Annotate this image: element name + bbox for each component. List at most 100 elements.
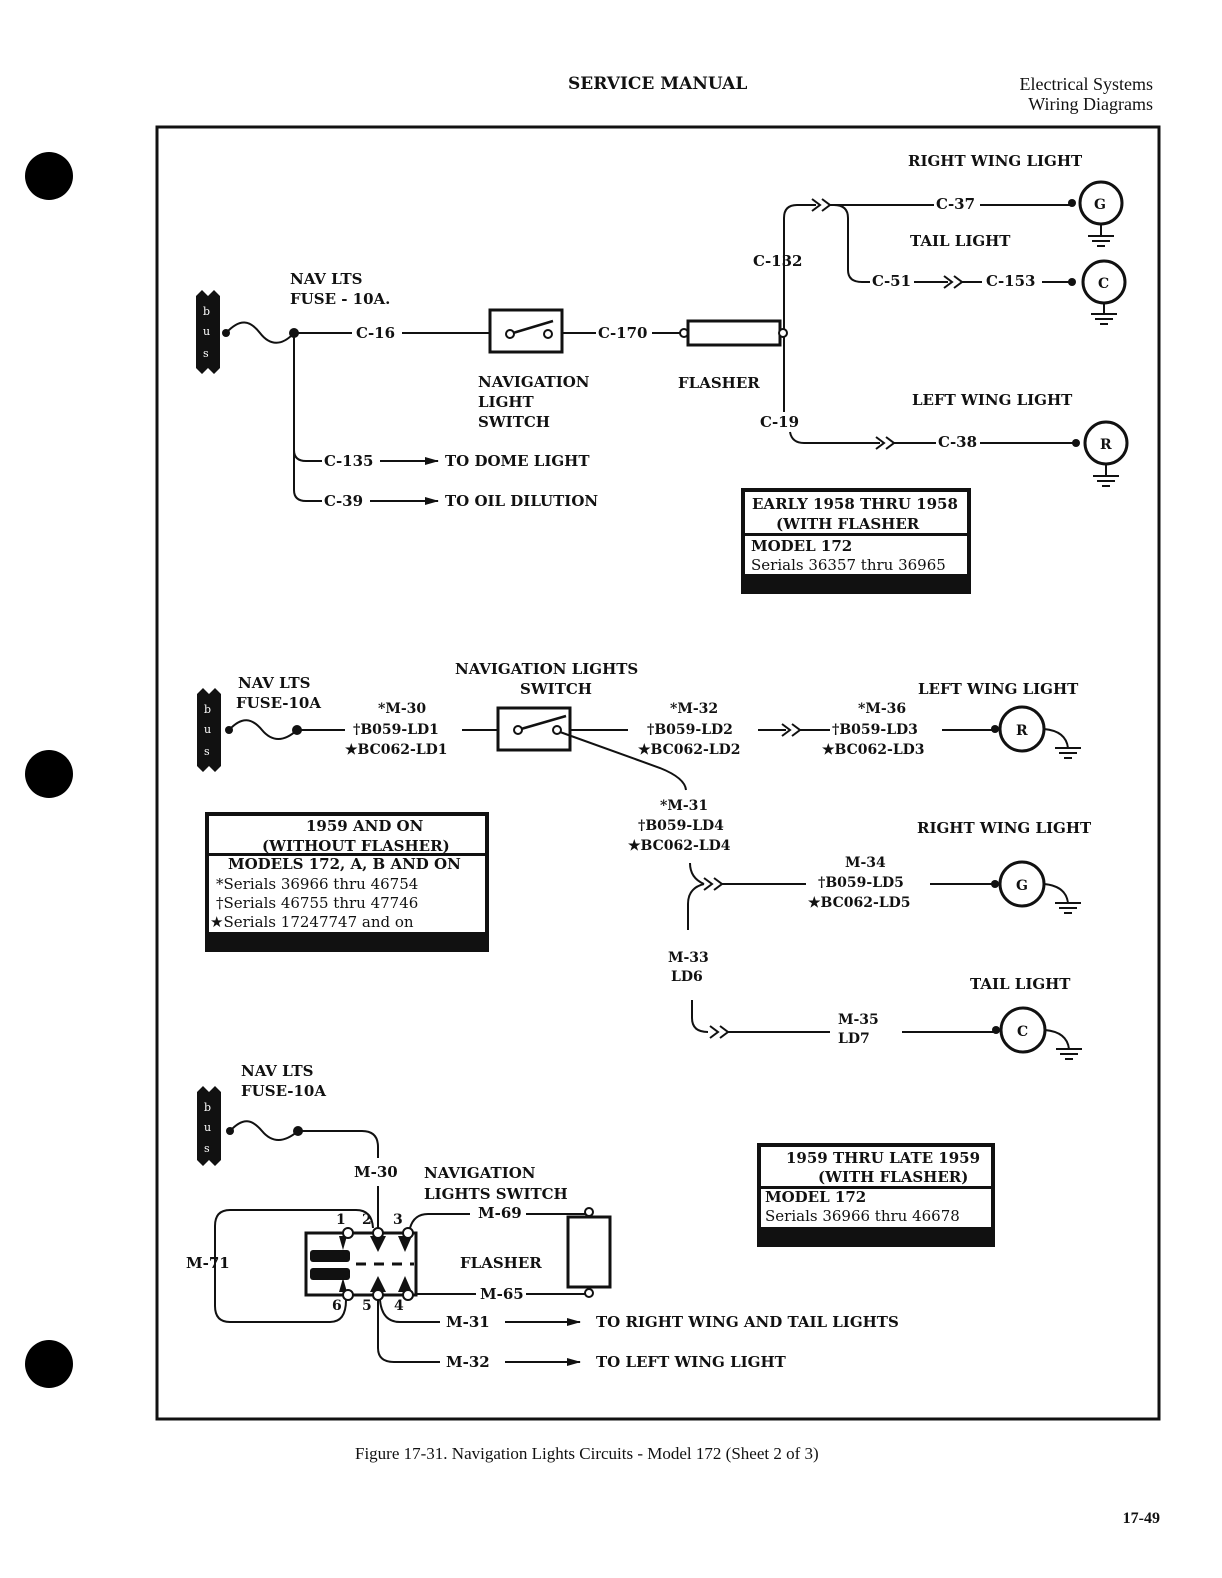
wire-label: †B059-LD1: [353, 722, 439, 738]
svg-text:MODEL 172: MODEL 172: [751, 537, 852, 555]
bus-bar-icon: b u s: [196, 290, 220, 374]
svg-text:C: C: [1098, 276, 1109, 292]
to-left-wing-label: TO LEFT WING LIGHT: [596, 1353, 787, 1371]
fuse-label: NAV LTS: [241, 1062, 313, 1080]
fuse-rating: FUSE - 10A.: [290, 290, 390, 308]
wire-label: *M-32: [670, 701, 718, 717]
wire-label: ★BC062-LD5: [808, 895, 911, 911]
wire-label: *M-31: [660, 798, 708, 814]
wire-label-c132: C-132: [753, 252, 802, 270]
wire-label: ★BC062-LD4: [628, 838, 731, 854]
svg-text:u: u: [204, 1121, 211, 1134]
wire-label-m30: M-30: [354, 1163, 398, 1181]
diagram-1959-with-flasher: b u s NAV LTS FUSE-10A M-30 NAVIGATION L…: [186, 1062, 995, 1371]
svg-text:†Serials 46755 thru 47746: †Serials 46755 thru 47746: [216, 894, 418, 912]
switch-label: LIGHT: [478, 393, 535, 411]
svg-text:Serials 36966 thru 46678: Serials 36966 thru 46678: [765, 1207, 960, 1225]
switch-label: SWITCH: [478, 413, 550, 431]
svg-text:MODELS 172, A, B AND ON: MODELS 172, A, B AND ON: [228, 855, 461, 873]
navigation-light-switch-icon: [488, 308, 564, 354]
right-wing-light-label: RIGHT WING LIGHT: [917, 819, 1092, 837]
left-wing-lamp-icon: R: [991, 705, 1081, 759]
pin-label: 1: [336, 1212, 346, 1228]
wire-label: LD6: [671, 969, 703, 985]
wire-label: ★BC062-LD2: [638, 742, 741, 758]
fuse-icon: [225, 321, 295, 344]
pin-label: 6: [332, 1298, 342, 1314]
binder-hole: [25, 750, 73, 798]
fuse-rating: FUSE-10A: [241, 1082, 326, 1100]
binder-hole: [25, 152, 73, 200]
section-line-1: Electrical Systems: [1019, 74, 1153, 94]
figure-caption: Figure 17-31. Navigation Lights Circuits…: [355, 1444, 819, 1463]
tail-lamp-icon: C: [1068, 259, 1127, 325]
svg-text:(WITH FLASHER: (WITH FLASHER: [776, 515, 920, 533]
svg-text:G: G: [1094, 197, 1106, 213]
svg-text:1959 AND ON: 1959 AND ON: [306, 817, 424, 835]
flasher-icon: [679, 319, 788, 347]
wire-label-m32: M-32: [446, 1353, 490, 1371]
bus-bar-icon: b u s: [197, 688, 221, 772]
switch-label: NAVIGATION: [424, 1164, 536, 1182]
wire-label-c51: C-51: [872, 272, 911, 290]
bus-bar-icon: b u s: [197, 1086, 221, 1166]
connector-icon: [709, 1025, 730, 1039]
wire-label-m71: M-71: [186, 1254, 230, 1272]
wire-label: †B059-LD4: [638, 818, 724, 834]
diagram-1959-without-flasher: b u s NAV LTS FUSE-10A *M-30 †B059-LD1 ★…: [197, 660, 1092, 1060]
svg-text:u: u: [204, 723, 211, 736]
fuse-label: NAV LTS: [290, 270, 362, 288]
switch-label: SWITCH: [520, 680, 592, 698]
svg-text:b: b: [203, 305, 210, 318]
to-right-wing-tail-label: TO RIGHT WING AND TAIL LIGHTS: [596, 1313, 899, 1331]
pin-label: 2: [362, 1212, 372, 1228]
diagram-early-1958: b u s NAV LTS FUSE - 10A. C-16 NAVIGATIO…: [196, 152, 1129, 594]
page-number: 17-49: [1122, 1510, 1160, 1527]
svg-text:b: b: [204, 703, 211, 716]
svg-text:MODEL 172: MODEL 172: [765, 1188, 866, 1206]
wire-label: †B059-LD5: [818, 875, 904, 891]
connector-icon: [703, 877, 724, 891]
wire-label: ★BC062-LD1: [345, 742, 448, 758]
svg-text:G: G: [1016, 878, 1028, 894]
svg-text:b: b: [204, 1101, 211, 1114]
wire-label: *M-30: [378, 701, 426, 717]
wire-label-c37: C-37: [936, 195, 975, 213]
tail-light-label: TAIL LIGHT: [970, 975, 1071, 993]
svg-text:(WITHOUT FLASHER): (WITHOUT FLASHER): [262, 837, 450, 855]
svg-text:1959 THRU LATE 1959: 1959 THRU LATE 1959: [786, 1149, 980, 1167]
to-dome-light-label: TO DOME LIGHT: [445, 452, 590, 470]
pin-label: 5: [362, 1298, 372, 1314]
wire-label-c153: C-153: [986, 272, 1035, 290]
figure-frame: [155, 125, 1161, 1421]
to-oil-dilution-label: TO OIL DILUTION: [445, 492, 598, 510]
wire-label-m69: M-69: [478, 1204, 522, 1222]
wire-label: LD7: [838, 1031, 870, 1047]
wire-label: M-35: [838, 1012, 879, 1028]
svg-text:C: C: [1017, 1024, 1028, 1040]
left-wing-light-label: LEFT WING LIGHT: [912, 391, 1073, 409]
flasher-label: FLASHER: [678, 374, 760, 392]
wire-label-c38: C-38: [938, 433, 977, 451]
wire-label: *M-36: [858, 701, 906, 717]
svg-text:EARLY 1958 THRU 1958: EARLY 1958 THRU 1958: [752, 495, 958, 513]
switch-label: NAVIGATION: [478, 373, 590, 391]
wire-label-c170: C-170: [598, 324, 647, 342]
svg-text:*Serials 36966 thru 46754: *Serials 36966 thru 46754: [216, 875, 418, 893]
wire-label-c16: C-16: [356, 324, 395, 342]
wire-label: †B059-LD3: [832, 722, 918, 738]
wire-label-m65: M-65: [480, 1285, 524, 1303]
tail-light-label: TAIL LIGHT: [910, 232, 1011, 250]
wire-label-m31: M-31: [446, 1313, 490, 1331]
tail-lamp-icon: C: [992, 1006, 1082, 1060]
svg-text:s: s: [203, 347, 209, 360]
right-wing-light-label: RIGHT WING LIGHT: [908, 152, 1083, 170]
wire-label-c39: C-39: [324, 492, 363, 510]
toggle-switch-6pin-icon: [304, 1227, 418, 1301]
wire-label-c19: C-19: [760, 413, 799, 431]
wire-label: M-34: [845, 855, 886, 871]
navigation-lights-switch-icon: [496, 706, 572, 752]
switch-label: NAVIGATION LIGHTS: [455, 660, 638, 678]
section-line-2: Wiring Diagrams: [1028, 94, 1153, 114]
